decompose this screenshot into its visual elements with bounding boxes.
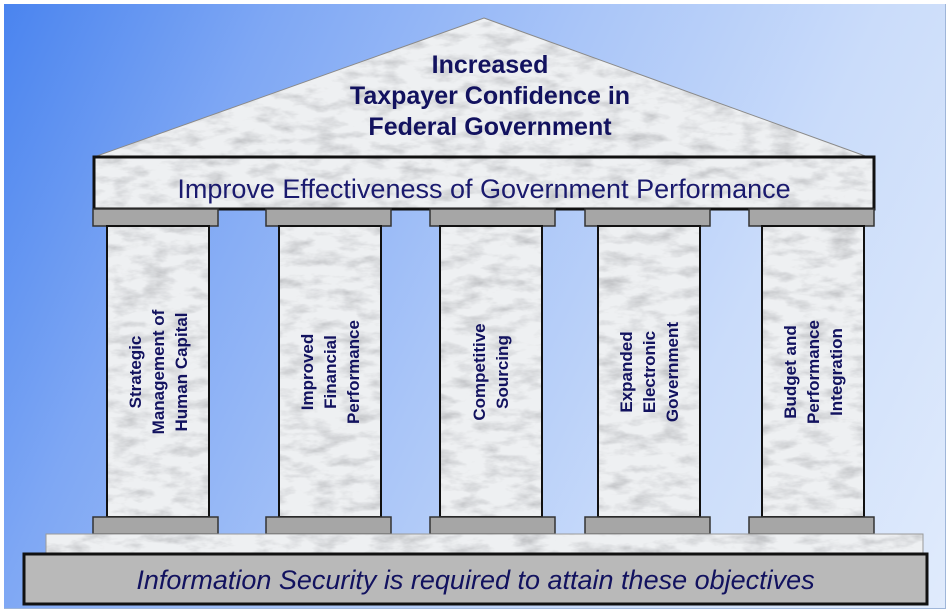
pediment-line: Increased [431,51,549,79]
pillar-label-line: Expanded [616,331,636,413]
pillar-label-line: Integration [826,328,846,416]
pillar-label-line: Competitive [470,323,489,421]
pillar-4 [597,225,701,518]
pillar-label-line: Government [662,321,682,423]
pillar-label-5: Budget and Performance Integration [758,202,868,542]
pillar-1 [106,225,210,518]
pillar-label-line: Improved [297,333,317,411]
banner-text: Improve Effectiveness of Government Perf… [177,174,791,204]
pillar-label-1: Strategic Management of Human Capital [103,202,213,542]
pillar-bases [92,516,875,535]
pillar-label-line: Sourcing [493,335,512,409]
pillar-label-line: Strategic [125,335,145,409]
pillar-label-line: Human Capital [171,312,191,432]
pillar-label-line: Financial [320,335,340,409]
pillar-5 [761,225,865,518]
pillar-label-2: Improved Financial Performance [275,202,385,542]
pillar-label-3: Competitive Sourcing [436,202,546,542]
pediment-line: Federal Government [368,113,612,141]
pillar-label-line: Management of [148,309,168,435]
pillar-label-line: Performance [343,320,363,424]
pillar-capitals [92,208,875,227]
foundation [22,552,929,606]
pediment-line: Taxpayer Confidence in [349,82,631,110]
pillar-label-line: Performance [803,320,823,424]
foundation-text: Information Security is required to atta… [136,565,815,595]
pillar-label-line: Budget and [780,325,800,419]
pillar-label-line: Electronic [639,330,659,414]
pediment-title: Increased Taxpayer Confidence in Federal… [300,50,680,143]
pillar-label-4: Expanded Electronic Government [594,202,704,542]
